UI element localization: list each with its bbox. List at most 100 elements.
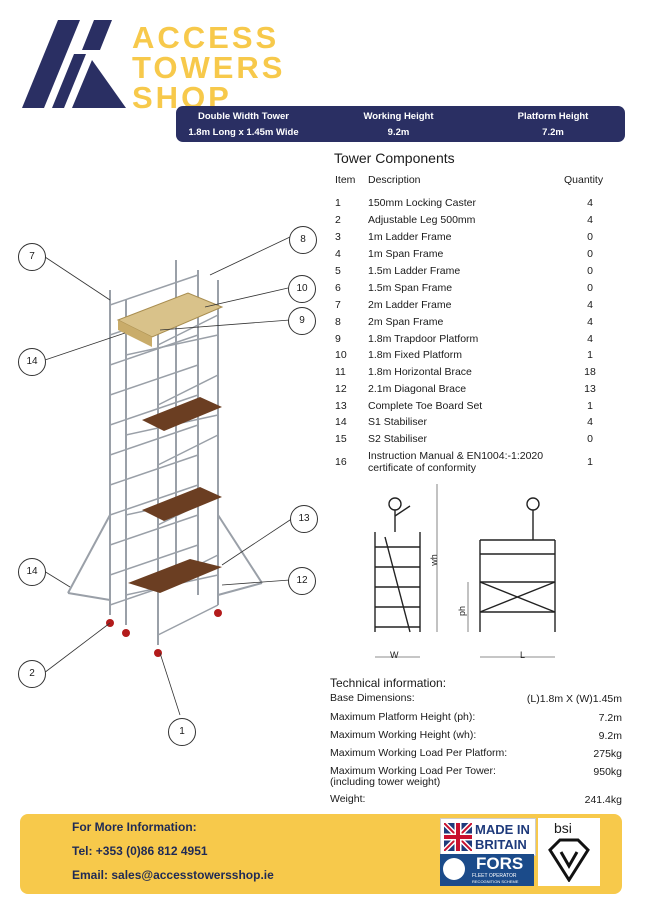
label-wh: wh [428,554,439,566]
component-desc: 1.5m Span Frame [368,282,453,294]
bsi-kitemark-badge: bsi [538,818,600,886]
components-title: Tower Components [334,150,455,166]
head-item: Item [335,174,356,186]
component-qty: 4 [587,197,593,209]
component-num: 6 [335,282,341,294]
bsi-text: bsi [554,820,572,836]
component-desc: 2m Ladder Frame [368,299,452,311]
head-quantity: Quantity [564,174,604,186]
component-desc: S1 Stabiliser [368,416,427,428]
callout-7: 7 [18,243,46,271]
fors-sub1: FLEET OPERATOR [472,873,517,879]
component-num: 8 [335,316,341,328]
fors-badge: FORS FLEET OPERATOR RECOGNITION SCHEME [440,854,534,886]
component-desc: 1m Span Frame [368,248,444,260]
tower-illustration [41,236,294,716]
component-qty: 1 [587,456,593,468]
component-num: 10 [335,349,347,361]
technical-title: Technical information: [330,676,447,690]
component-desc: 1.8m Trapdoor Platform [368,333,479,345]
component-qty: 4 [587,299,593,311]
component-desc: Adjustable Leg 500mm [368,214,476,226]
callout-9: 9 [288,307,316,335]
component-qty: 13 [584,383,596,395]
component-qty: 4 [587,333,593,345]
component-desc: S2 Stabiliser [368,433,427,445]
tech-value: 950kg [593,766,622,778]
component-desc: 1m Ladder Frame [368,231,452,243]
component-qty: 1 [587,400,593,412]
component-desc: 1.8m Horizontal Brace [368,366,472,378]
made-in-britain-badge: MADE IN BRITAIN [440,818,536,856]
spec-platform-height-value: 7.2m [542,127,564,138]
tech-value: 7.2m [598,712,622,724]
component-qty: 0 [587,248,593,260]
head-description: Description [368,174,421,186]
tech-label: Base Dimensions: [330,692,415,704]
spec-size-head: Double Width Tower [197,111,290,122]
component-qty: 4 [587,214,593,226]
fors-globe-icon [443,858,465,880]
spec-working-height: Working Height 9.2m [326,106,471,142]
component-desc: 2m Span Frame [368,316,444,328]
tech-label: Maximum Working Height (wh): [330,729,477,741]
component-num: 7 [335,299,341,311]
callout-2: 2 [18,660,46,688]
fors-text: FORS [476,854,524,873]
component-desc: 150mm Locking Caster [368,197,476,209]
component-qty: 4 [587,316,593,328]
callout-13: 14 [18,348,46,376]
logo-word-1: ACCESS [132,20,280,55]
callout-12: 13 [290,505,318,533]
footer-tel[interactable]: Tel: +353 (0)86 812 4951 [72,844,208,858]
component-num: 5 [335,265,341,277]
label-l: L [520,650,526,660]
label-ph: ph [457,605,468,617]
callout-14: 14 [18,558,46,586]
component-desc: Complete Toe Board Set [368,400,483,412]
spec-size-value: 1.8m Long x 1.45m Wide [188,127,299,138]
component-num: 3 [335,231,341,243]
component-qty: 0 [587,265,593,277]
component-num: 14 [335,416,347,428]
footer-email[interactable]: Email: sales@accesstowersshop.ie [72,868,274,882]
spec-working-height-value: 9.2m [387,127,410,138]
spec-platform-height: Platform Height 7.2m [481,106,625,142]
callout-10: 10 [288,275,316,303]
callout-1: 1 [168,718,196,746]
fors-sub2: RECOGNITION SCHEME [472,879,519,884]
spec-size: Double Width Tower 1.8m Long x 1.45m Wid… [176,106,311,142]
component-qty: 18 [584,366,596,378]
made-in-text: MADE IN [475,822,530,837]
callout-11: 12 [288,567,316,595]
component-desc: 1.8m Fixed Platform [368,349,462,361]
component-num: 15 [335,433,347,445]
tech-label: Maximum Working Load Per Platform: [330,747,508,759]
callout-8: 8 [289,226,317,254]
tech-label: Maximum Working Load Per Tower: [330,765,496,777]
label-w: W [390,650,399,660]
component-num: 11 [335,366,346,378]
tech-value: (L)1.8m X (W)1.45m [526,693,622,705]
spec-working-height-head: Working Height [363,111,434,122]
logo-word-2: TOWERS [132,50,286,85]
tech-value: 241.4kg [584,794,622,806]
union-flag-icon [444,823,472,851]
component-num: 16 [335,456,347,468]
dimension-diagrams [374,484,556,658]
component-num: 12 [335,383,347,395]
component-desc: Instruction Manual & EN1004:-1:2020 cert… [368,450,544,474]
britain-text: BRITAIN [475,837,527,852]
component-qty: 0 [587,231,593,243]
tech-label: Weight: [330,793,366,805]
component-num: 2 [335,214,341,226]
tech-value: 275kg [593,748,622,760]
spec-banner: Double Width Tower 1.8m Long x 1.45m Wid… [176,106,625,142]
logo-mark-icon [22,20,126,108]
tech-label: Maximum Platform Height (ph): [330,711,476,723]
component-num: 13 [335,400,347,412]
spec-platform-height-head: Platform Height [517,111,589,122]
component-num: 4 [335,248,341,260]
component-num: 9 [335,333,341,345]
component-qty: 4 [587,416,593,428]
